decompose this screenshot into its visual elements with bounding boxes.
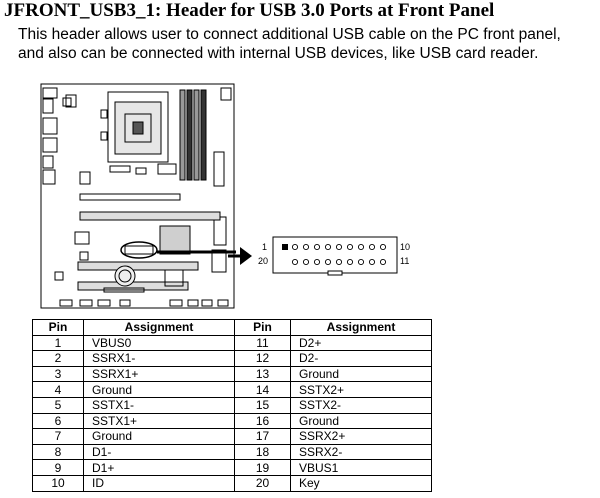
description-line-2: and also can be connected with internal …: [18, 45, 539, 62]
pin-label-top-left: 1: [262, 242, 268, 252]
pin-label-top-right: 10: [400, 242, 411, 252]
pin-assignment: SSTX2-: [290, 396, 432, 414]
pin-number: 17: [234, 428, 291, 445]
pin-number: 3: [32, 365, 84, 383]
pin-assignment: Key: [290, 474, 432, 492]
pin-number: 13: [234, 365, 291, 383]
pin-number: 8: [32, 443, 84, 461]
pin-assignment: VBUS0: [83, 334, 235, 352]
column-header-pin: Pin: [234, 319, 291, 336]
column-header-assignment: Assignment: [290, 319, 432, 336]
pin-number: 9: [32, 459, 84, 476]
pin-assignment: SSRX2+: [290, 428, 432, 445]
motherboard-diagram: [40, 83, 236, 309]
pin-number: 2: [32, 350, 84, 367]
pin-assignment: SSTX2+: [290, 381, 432, 398]
pin-number: 15: [234, 396, 291, 414]
pin-number: 10: [32, 474, 84, 492]
pin-assignment: D1-: [83, 443, 235, 461]
pin-number: 1: [32, 334, 84, 352]
pin-number: 6: [32, 412, 84, 430]
pin-number: 16: [234, 412, 291, 430]
pin-assignment: D1+: [83, 459, 235, 476]
pin-assignment: SSRX1-: [83, 350, 235, 367]
pin-number: 14: [234, 381, 291, 398]
description: This header allows user to connect addit…: [18, 25, 561, 63]
pin-label-bottom-left: 20: [258, 256, 269, 266]
pin-number: 19: [234, 459, 291, 476]
pin-assignment: Ground: [290, 412, 432, 430]
pin-number: 18: [234, 443, 291, 461]
header-outline: [272, 236, 398, 276]
page-title: JFRONT_USB3_1: Header for USB 3.0 Ports …: [4, 0, 495, 21]
pin-assignment: SSRX1+: [83, 365, 235, 383]
pin-assignment: VBUS1: [290, 459, 432, 476]
pin-number: 7: [32, 428, 84, 445]
description-line-1: This header allows user to connect addit…: [18, 26, 561, 43]
pin-assignment: SSTX1+: [83, 412, 235, 430]
pin-number: 5: [32, 396, 84, 414]
pin-number: 20: [234, 474, 291, 492]
pin-number: 12: [234, 350, 291, 367]
arrow-icon: [228, 247, 252, 265]
pin-assignment: Ground: [83, 428, 235, 445]
pin-assignment: SSTX1-: [83, 396, 235, 414]
column-header-assignment: Assignment: [83, 319, 235, 336]
pin-number: 11: [234, 334, 291, 352]
pin-assignment: Ground: [83, 381, 235, 398]
column-header-pin: Pin: [32, 319, 84, 336]
table-header-row: Pin Assignment Pin Assignment: [32, 319, 432, 336]
pin-assignment: D2+: [290, 334, 432, 352]
pin-assignment: Ground: [290, 365, 432, 383]
pin-assignment: ID: [83, 474, 235, 492]
pin-number: 4: [32, 381, 84, 398]
pin-label-bottom-right: 11: [400, 256, 410, 266]
pin-assignment: D2-: [290, 350, 432, 367]
pin-assignment: SSRX2-: [290, 443, 432, 461]
